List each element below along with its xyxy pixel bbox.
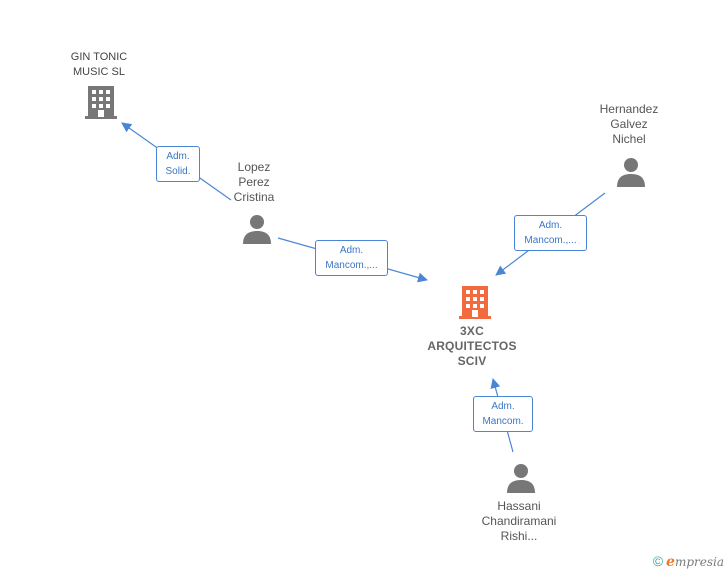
empresia-logo[interactable]: ©empresia xyxy=(653,553,724,570)
person-icon[interactable] xyxy=(616,156,646,188)
building-icon[interactable] xyxy=(85,84,117,120)
person-label-lopez: Lopez Perez Cristina xyxy=(233,160,275,204)
brand-initial: e xyxy=(666,554,675,570)
person-icon[interactable] xyxy=(506,462,536,494)
company-label-main: 3XC ARQUITECTOS SCIV xyxy=(427,324,517,368)
edge-label-lopez-gin[interactable]: Adm. Solid. xyxy=(156,146,200,182)
person-icon[interactable] xyxy=(242,213,272,245)
person-label-hassani: Hassani Chandiramani Rishi... xyxy=(481,499,557,543)
company-label-gin-tonic: GIN TONIC MUSIC SL xyxy=(70,51,128,78)
brand-name: mpresia xyxy=(674,555,724,569)
edge-label-lopez-main[interactable]: Adm. Mancom.,... xyxy=(315,240,388,276)
building-icon-main[interactable] xyxy=(459,284,491,320)
person-label-hernandez: Hernandez Galvez Nichel xyxy=(599,102,659,146)
copyright-symbol: © xyxy=(652,553,664,569)
edge-label-hassani-main[interactable]: Adm. Mancom. xyxy=(473,396,533,432)
edge-label-hernandez-main[interactable]: Adm. Mancom.,... xyxy=(514,215,587,251)
